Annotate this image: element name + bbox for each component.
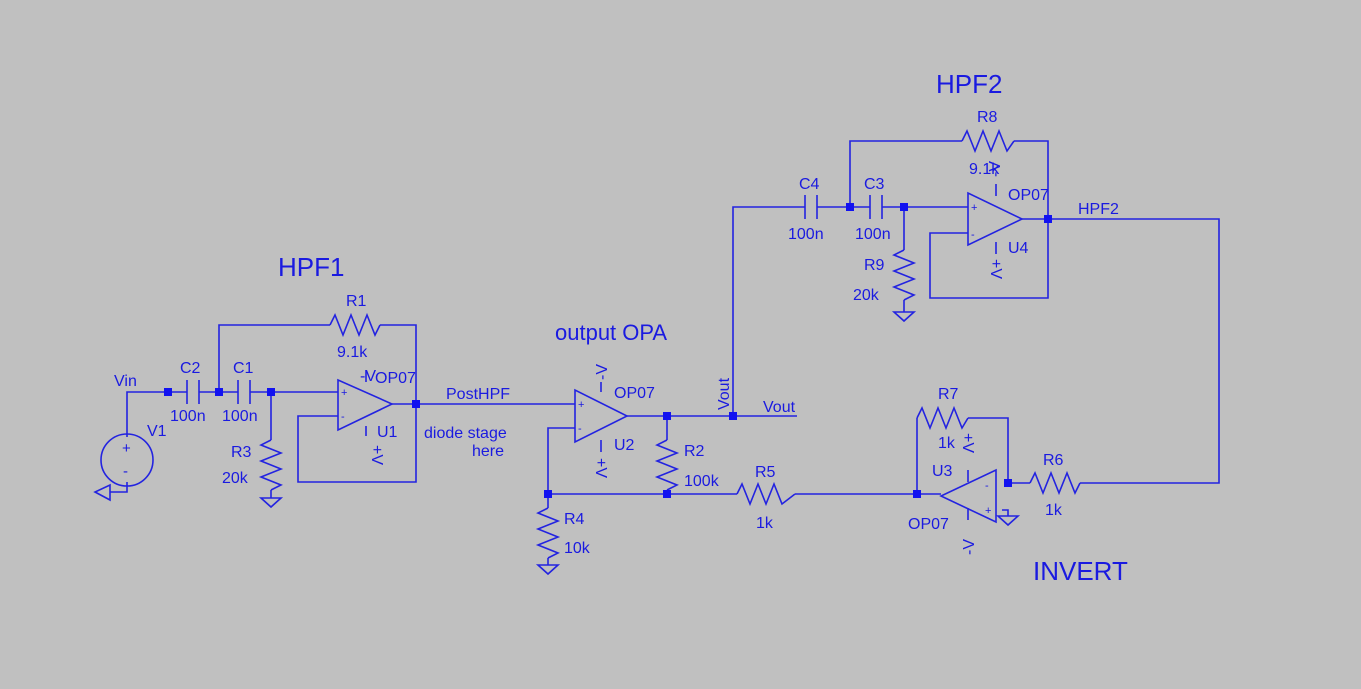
opamp-u3[interactable]: - + bbox=[939, 468, 1021, 527]
u3-plus-pin: + bbox=[985, 505, 991, 517]
capacitor-c3[interactable] bbox=[869, 195, 883, 219]
title-invert: INVERT bbox=[1033, 556, 1128, 586]
r2-value: 100k bbox=[684, 473, 720, 490]
opamp-u4[interactable]: + - bbox=[967, 184, 1024, 254]
c3-ref: C3 bbox=[864, 176, 885, 193]
c2-value: 100n bbox=[170, 408, 206, 425]
wires bbox=[110, 140, 1220, 565]
v1-plus-sign: + bbox=[122, 440, 131, 457]
c1-ref: C1 bbox=[233, 360, 254, 377]
r3-ref: R3 bbox=[231, 444, 252, 461]
u4-ref: U4 bbox=[1008, 240, 1029, 257]
r8-value: 9.1k bbox=[969, 161, 1000, 178]
c3-value: 100n bbox=[855, 226, 891, 243]
opamp-u2[interactable]: + - bbox=[574, 382, 629, 452]
opamp-u1[interactable]: + - bbox=[337, 370, 394, 436]
u4-model: OP07 bbox=[1008, 187, 1049, 204]
r6-ref: R6 bbox=[1043, 452, 1064, 469]
u4-neg-supply: -V bbox=[987, 161, 1004, 177]
voltage-source-v1[interactable]: + - bbox=[93, 433, 154, 502]
capacitor-c1[interactable] bbox=[237, 380, 251, 404]
junction-dots bbox=[164, 203, 1052, 498]
u4-plus-pin: + bbox=[971, 202, 977, 214]
c2-ref: C2 bbox=[180, 360, 201, 377]
net-vout: Vout bbox=[763, 399, 796, 416]
resistor-r5[interactable] bbox=[736, 481, 796, 507]
r3-value: 20k bbox=[222, 470, 249, 487]
v1-minus-sign: - bbox=[123, 463, 128, 480]
c4-value: 100n bbox=[788, 226, 824, 243]
capacitor-c4[interactable] bbox=[804, 195, 818, 219]
c1-value: 100n bbox=[222, 408, 258, 425]
u3-minus-pin: - bbox=[985, 480, 989, 492]
u2-minus-pin: - bbox=[578, 423, 582, 435]
r9-value: 20k bbox=[853, 287, 880, 304]
u2-plus-pin: + bbox=[578, 399, 584, 411]
u1-plus-pin: + bbox=[341, 387, 347, 399]
u4-minus-pin: - bbox=[971, 229, 975, 241]
r7-value: 1k bbox=[938, 435, 956, 452]
u1-pos-supply: +V bbox=[368, 445, 385, 465]
r1-value: 9.1k bbox=[337, 344, 368, 361]
r4-ref: R4 bbox=[564, 511, 585, 528]
r4-value: 10k bbox=[564, 540, 591, 557]
r7-ref: R7 bbox=[938, 386, 959, 403]
u1-neg-supply: -V bbox=[360, 368, 376, 385]
capacitor-c2[interactable] bbox=[186, 380, 200, 404]
net-posthpf: PostHPF bbox=[446, 386, 510, 403]
u3-neg-supply: -V bbox=[961, 539, 978, 555]
u3-pos-supply: +V bbox=[959, 433, 976, 453]
u2-model: OP07 bbox=[614, 385, 655, 402]
resistor-r7[interactable] bbox=[916, 405, 969, 431]
title-hpf1: HPF1 bbox=[278, 252, 344, 282]
title-output-opa: output OPA bbox=[555, 320, 667, 345]
resistor-r2[interactable] bbox=[654, 439, 680, 491]
u1-model: OP07 bbox=[375, 370, 416, 387]
resistor-r3[interactable] bbox=[258, 439, 284, 509]
note-diode-stage-here: here bbox=[472, 443, 504, 460]
resistor-r9[interactable] bbox=[891, 249, 917, 323]
u1-ref: U1 bbox=[377, 424, 398, 441]
u1-minus-pin: - bbox=[341, 411, 345, 423]
r8-ref: R8 bbox=[977, 109, 998, 126]
net-vout-vertical: Vout bbox=[716, 377, 733, 410]
r5-value: 1k bbox=[756, 515, 774, 532]
u3-model: OP07 bbox=[908, 516, 949, 533]
r2-ref: R2 bbox=[684, 443, 705, 460]
net-hpf2: HPF2 bbox=[1078, 201, 1119, 218]
u3-ref: U3 bbox=[932, 463, 953, 480]
c4-ref: C4 bbox=[799, 176, 820, 193]
u2-ref: U2 bbox=[614, 437, 635, 454]
u2-neg-supply: -V bbox=[594, 364, 611, 380]
note-diode-stage: diode stage bbox=[424, 425, 507, 442]
r6-value: 1k bbox=[1045, 502, 1063, 519]
r9-ref: R9 bbox=[864, 257, 885, 274]
u2-pos-supply: +V bbox=[592, 458, 609, 478]
u4-pos-supply: +V bbox=[987, 259, 1004, 279]
net-vin: Vin bbox=[114, 373, 137, 390]
title-hpf2: HPF2 bbox=[936, 69, 1002, 99]
resistor-r8[interactable] bbox=[961, 128, 1015, 154]
v1-ref: V1 bbox=[147, 423, 167, 440]
resistor-r4[interactable] bbox=[535, 507, 561, 576]
resistor-r1[interactable] bbox=[329, 312, 381, 338]
r1-ref: R1 bbox=[346, 293, 367, 310]
resistor-r6[interactable] bbox=[1029, 470, 1081, 496]
r5-ref: R5 bbox=[755, 464, 776, 481]
